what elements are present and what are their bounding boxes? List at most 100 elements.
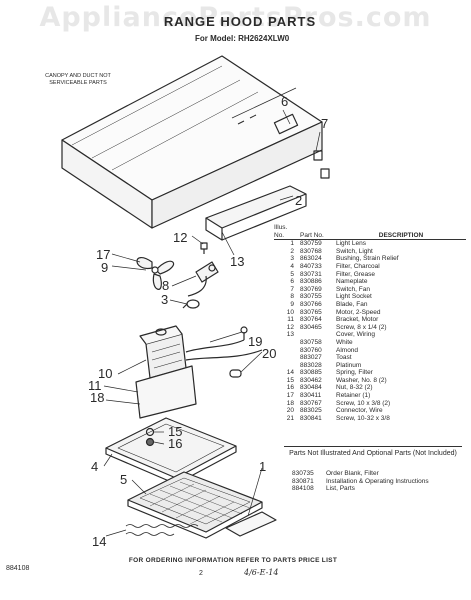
callout-1: 1 <box>259 459 266 474</box>
part-no: 830764 <box>300 316 322 324</box>
part-description: Connector, Wire <box>336 407 383 415</box>
wire-connector <box>229 326 248 378</box>
part-description: Bracket, Motor <box>336 316 379 324</box>
callout-19: 19 <box>248 334 262 349</box>
illus-no: 12 <box>286 323 294 331</box>
part-description: Nut, 8-32 (2) <box>336 384 373 392</box>
part-no: 830484 <box>300 384 322 392</box>
page-title: RANGE HOOD PARTS <box>163 14 317 29</box>
part-no: 830871 <box>292 477 314 485</box>
callout-14: 14 <box>92 534 106 549</box>
part-no: 830768 <box>300 247 322 255</box>
part-no: 840733 <box>300 262 322 270</box>
part-no: 830767 <box>300 399 322 407</box>
callout-3: 3 <box>161 292 168 307</box>
table-row: 830758 White <box>274 339 466 347</box>
part-description: Switch, Fan <box>336 285 370 293</box>
part-description: Screw, 8 x 1/4 (2) <box>336 323 387 331</box>
illus-no <box>274 362 300 370</box>
table-row: 883027 Toast <box>274 354 466 362</box>
callout-15: 15 <box>168 424 182 439</box>
part-description: Toast <box>336 354 352 362</box>
part-no <box>300 331 336 339</box>
fan-blade <box>136 256 175 290</box>
illus-no: 13 <box>286 331 294 339</box>
part-description: Installation & Operating Instructions <box>326 477 429 485</box>
callout-7: 7 <box>321 116 328 131</box>
grease-filter <box>127 471 263 539</box>
screw-12 <box>200 242 208 254</box>
model-line: For Model: RH2624XLW0 <box>195 34 290 43</box>
table-row: 11 830764 Bracket, Motor <box>274 316 466 324</box>
filter-spring <box>125 524 199 536</box>
table-row: 7 830769 Switch, Fan <box>274 286 466 294</box>
illus-no: 4 <box>290 262 294 270</box>
list-item: 830871 Installation & Operating Instructi… <box>292 478 464 486</box>
light-socket <box>187 261 219 297</box>
illus-no: 17 <box>286 392 294 400</box>
part-no: 830769 <box>300 285 322 293</box>
illus-no: 18 <box>286 399 294 407</box>
part-no: 830885 <box>300 369 322 377</box>
illus-no: 21 <box>286 414 294 422</box>
illus-no: 7 <box>290 285 294 293</box>
part-description: List, Parts <box>326 485 355 493</box>
part-no: 830731 <box>300 270 322 278</box>
callout-18: 18 <box>90 390 104 405</box>
part-no: 883027 <box>300 354 322 362</box>
part-description: Light Socket <box>336 293 372 301</box>
fan-motor <box>139 325 263 379</box>
part-no: 830766 <box>300 300 322 308</box>
callout-2: 2 <box>295 193 302 208</box>
part-description: Light Lens <box>336 240 366 248</box>
part-no: 830758 <box>300 338 322 346</box>
part-no: 830465 <box>300 323 322 331</box>
illus-no: 11 <box>287 316 294 324</box>
nut-washer <box>145 427 155 447</box>
not-illustrated-heading: Parts Not Illustrated And Optional Parts… <box>289 450 457 457</box>
table-row: 12 830465 Screw, 8 x 1/4 (2) <box>274 324 466 332</box>
table-row: 14 830885 Spring, Filter <box>274 369 466 377</box>
motor-bracket <box>135 365 197 419</box>
part-description: Platinum <box>336 361 362 369</box>
header-part-no: Part No. <box>300 224 336 241</box>
part-description: Motor, 2-Speed <box>336 308 381 316</box>
illus-no: 14 <box>286 369 294 377</box>
part-no: 883028 <box>300 361 322 369</box>
illus-no: 8 <box>290 293 294 301</box>
illus-no: 2 <box>290 247 294 255</box>
illus-no: 6 <box>290 278 294 286</box>
part-no: 884108 <box>292 485 314 493</box>
document-number: 884108 <box>6 565 30 572</box>
callout-4: 4 <box>91 459 98 474</box>
illus-no <box>274 339 300 347</box>
leader-lines <box>103 109 321 537</box>
part-description: Cover, Wiring <box>336 331 376 339</box>
illus-no: 1 <box>290 240 294 248</box>
canopy-note: CANOPY AND DUCT NOT SERVICEABLE PARTS <box>45 73 111 86</box>
strain-relief-bushing <box>182 299 200 309</box>
callout-10: 10 <box>98 366 112 381</box>
table-row: 13 Cover, Wiring <box>274 331 466 339</box>
part-description: Filter, Grease <box>336 270 376 278</box>
part-description: Spring, Filter <box>336 369 373 377</box>
part-description: White <box>336 338 353 346</box>
callout-8: 8 <box>162 278 169 293</box>
callout-9: 9 <box>101 260 108 275</box>
part-description: Screw, 10-32 x 3/8 <box>336 414 390 422</box>
callout-5: 5 <box>120 472 127 487</box>
hood-canopy <box>61 55 323 229</box>
part-description: Order Blank, Filter <box>326 470 379 477</box>
